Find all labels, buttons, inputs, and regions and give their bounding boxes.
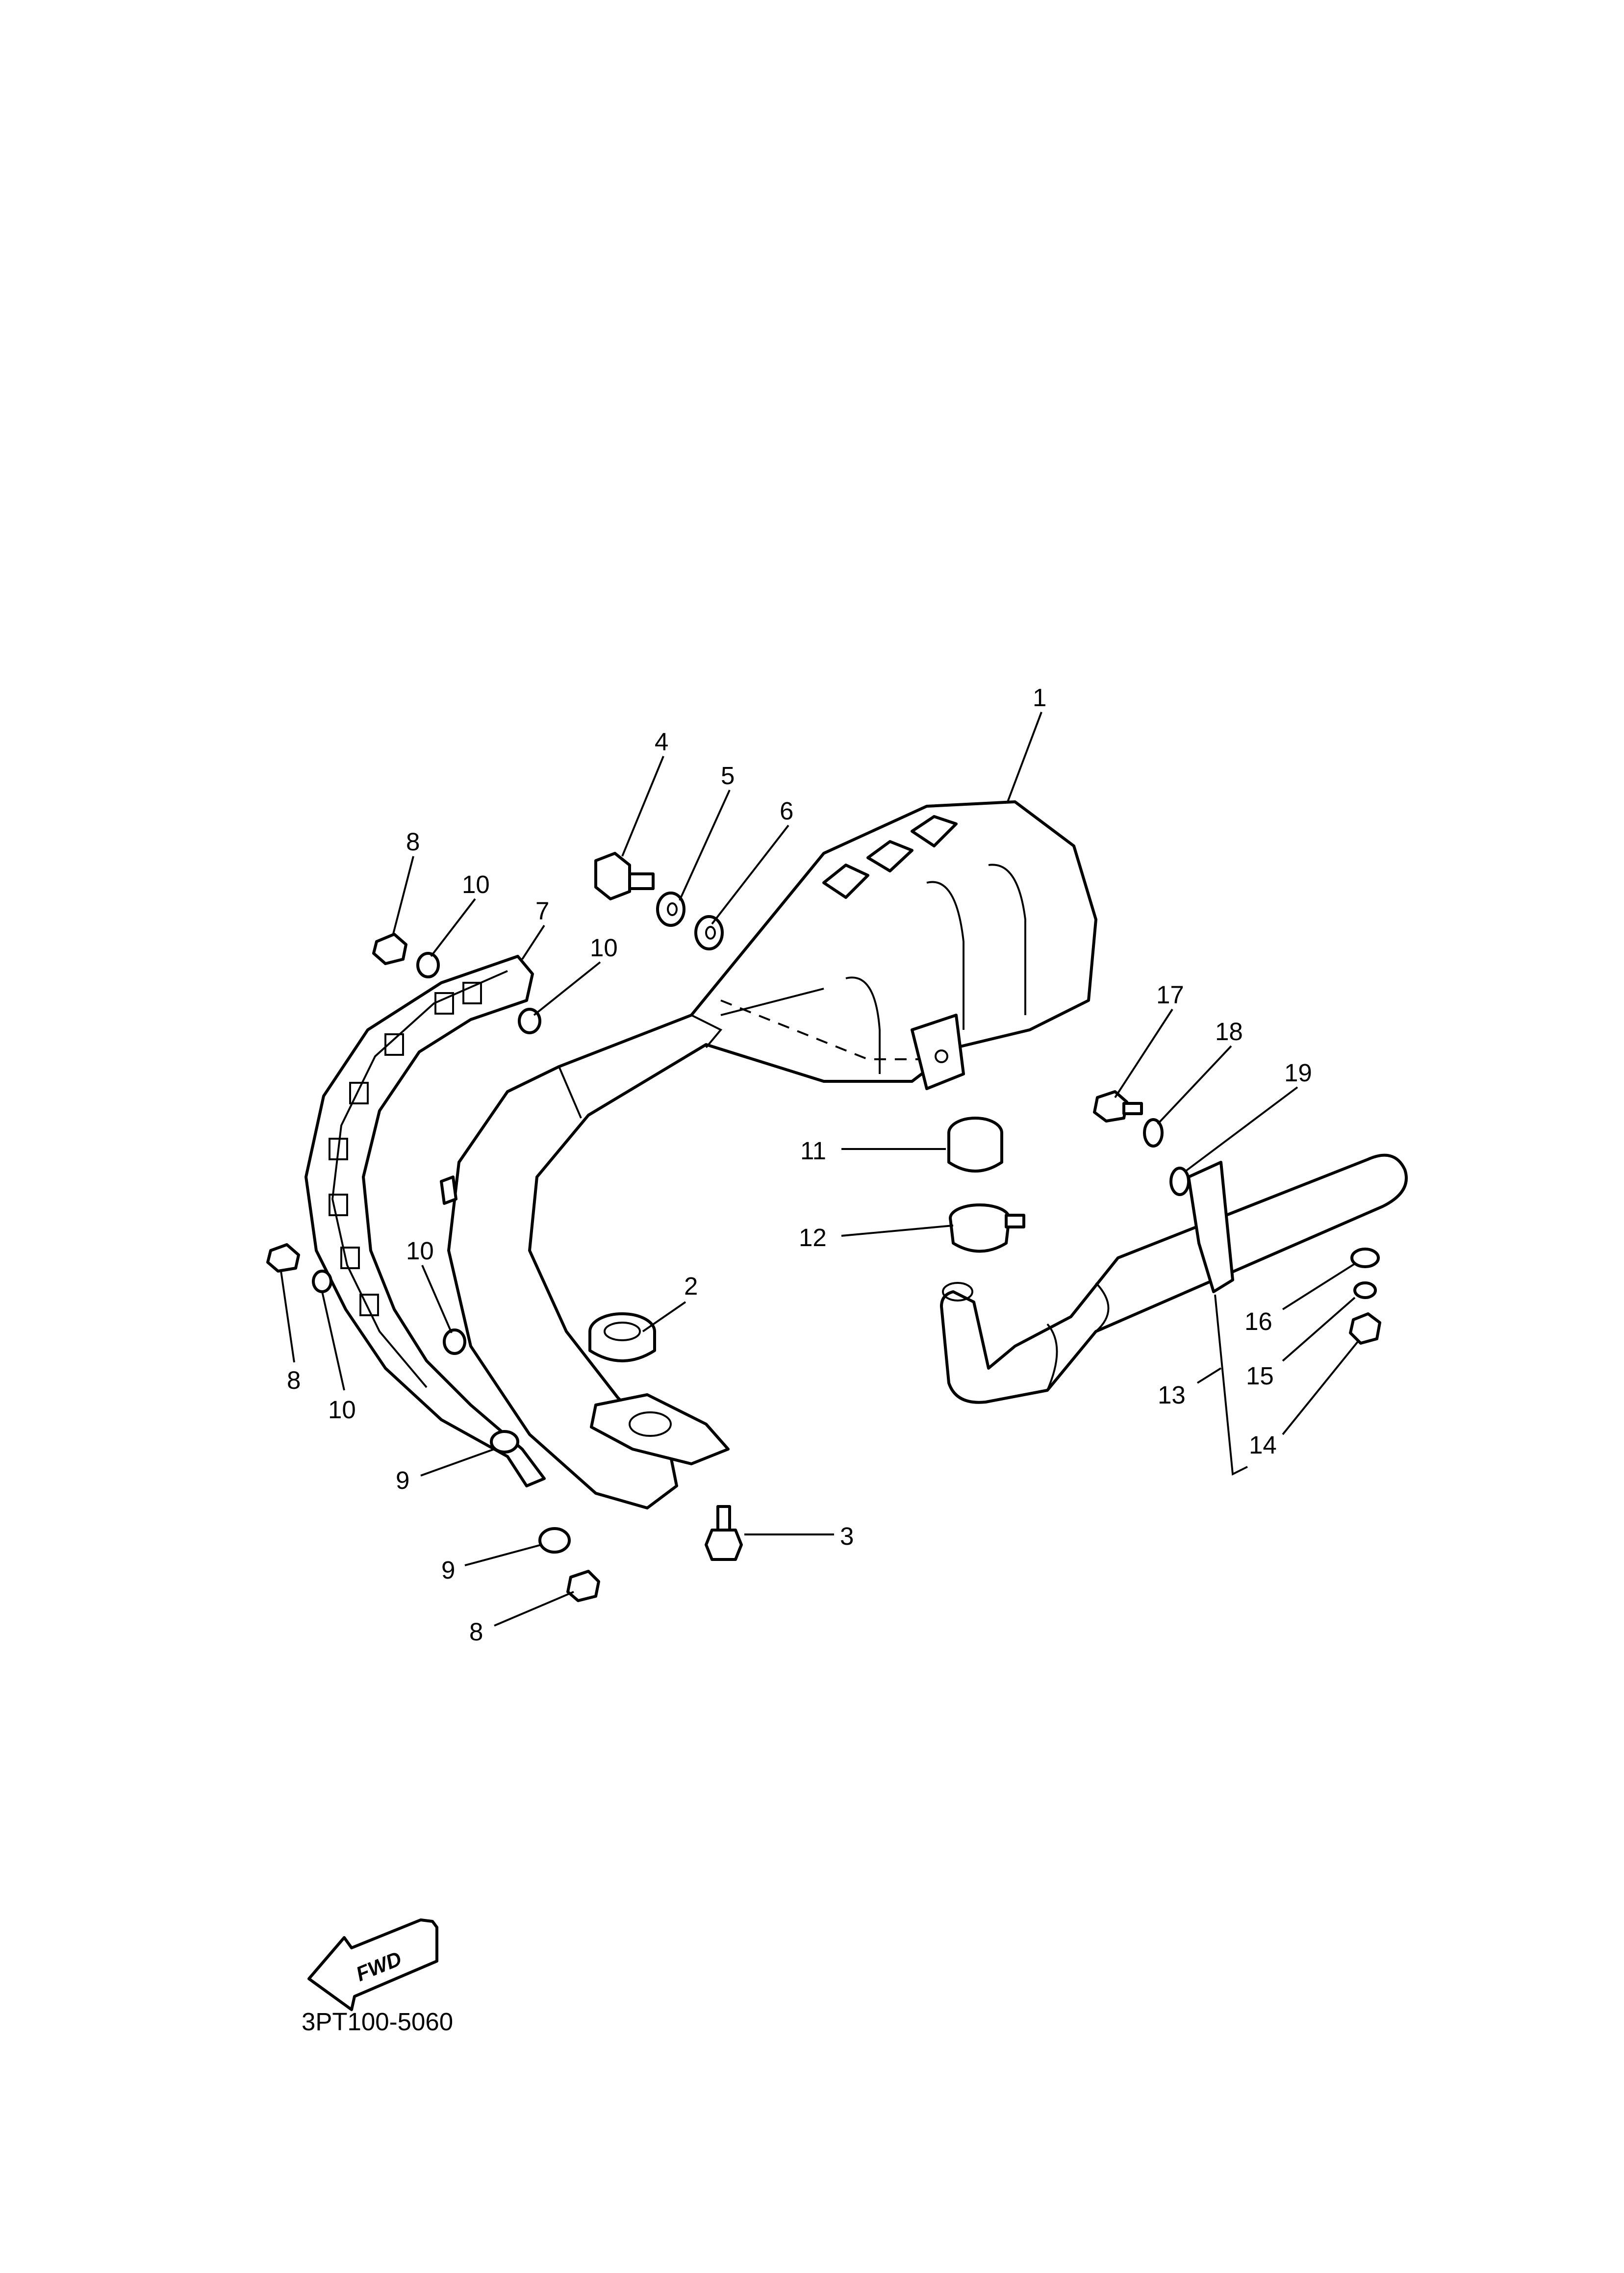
callout-labels: 1 2 3 4 5 6 7 8 8 8 9 9 10 10 10 10 11 1… [287, 684, 1312, 1646]
leader-lines [280, 712, 1359, 1627]
heat-protector [304, 955, 546, 1487]
bolt-and-washers [594, 852, 724, 950]
callout-14: 14 [1249, 1431, 1277, 1459]
callout-15: 15 [1246, 1362, 1274, 1390]
forward-direction-arrow-icon: FWD [307, 1918, 438, 2011]
callout-11: 11 [800, 1137, 826, 1165]
callout-16: 16 [1244, 1307, 1272, 1335]
callout-10: 10 [590, 934, 618, 962]
callout-19: 19 [1284, 1059, 1312, 1087]
callout-10: 10 [328, 1396, 356, 1424]
callout-10: 10 [462, 870, 490, 898]
callout-12: 12 [799, 1224, 827, 1251]
callout-10: 10 [406, 1237, 434, 1265]
silencer-fasteners [1093, 1090, 1381, 1345]
callout-9: 9 [441, 1556, 455, 1584]
exhaust-pipe-assembly [440, 800, 1097, 1509]
callout-4: 4 [655, 728, 668, 756]
callout-13: 13 [1158, 1381, 1186, 1409]
callout-6: 6 [780, 797, 793, 825]
callout-7: 7 [535, 897, 549, 925]
callout-8: 8 [287, 1366, 301, 1394]
gasket-and-clamp [947, 1117, 1025, 1253]
callout-8: 8 [469, 1618, 483, 1646]
fasteners [266, 933, 600, 1602]
callout-9: 9 [396, 1466, 409, 1494]
callout-18: 18 [1215, 1018, 1243, 1046]
callout-17: 17 [1156, 981, 1184, 1009]
callout-2: 2 [684, 1272, 698, 1300]
gasket [588, 1312, 656, 1362]
model-code: 3PT100-5060 [302, 2008, 453, 2036]
callout-1: 1 [1033, 684, 1046, 712]
silencer [940, 1153, 1408, 1404]
callout-8: 8 [406, 828, 420, 856]
callout-3: 3 [840, 1522, 854, 1550]
callout-5: 5 [721, 762, 735, 790]
bolt [705, 1505, 743, 1561]
